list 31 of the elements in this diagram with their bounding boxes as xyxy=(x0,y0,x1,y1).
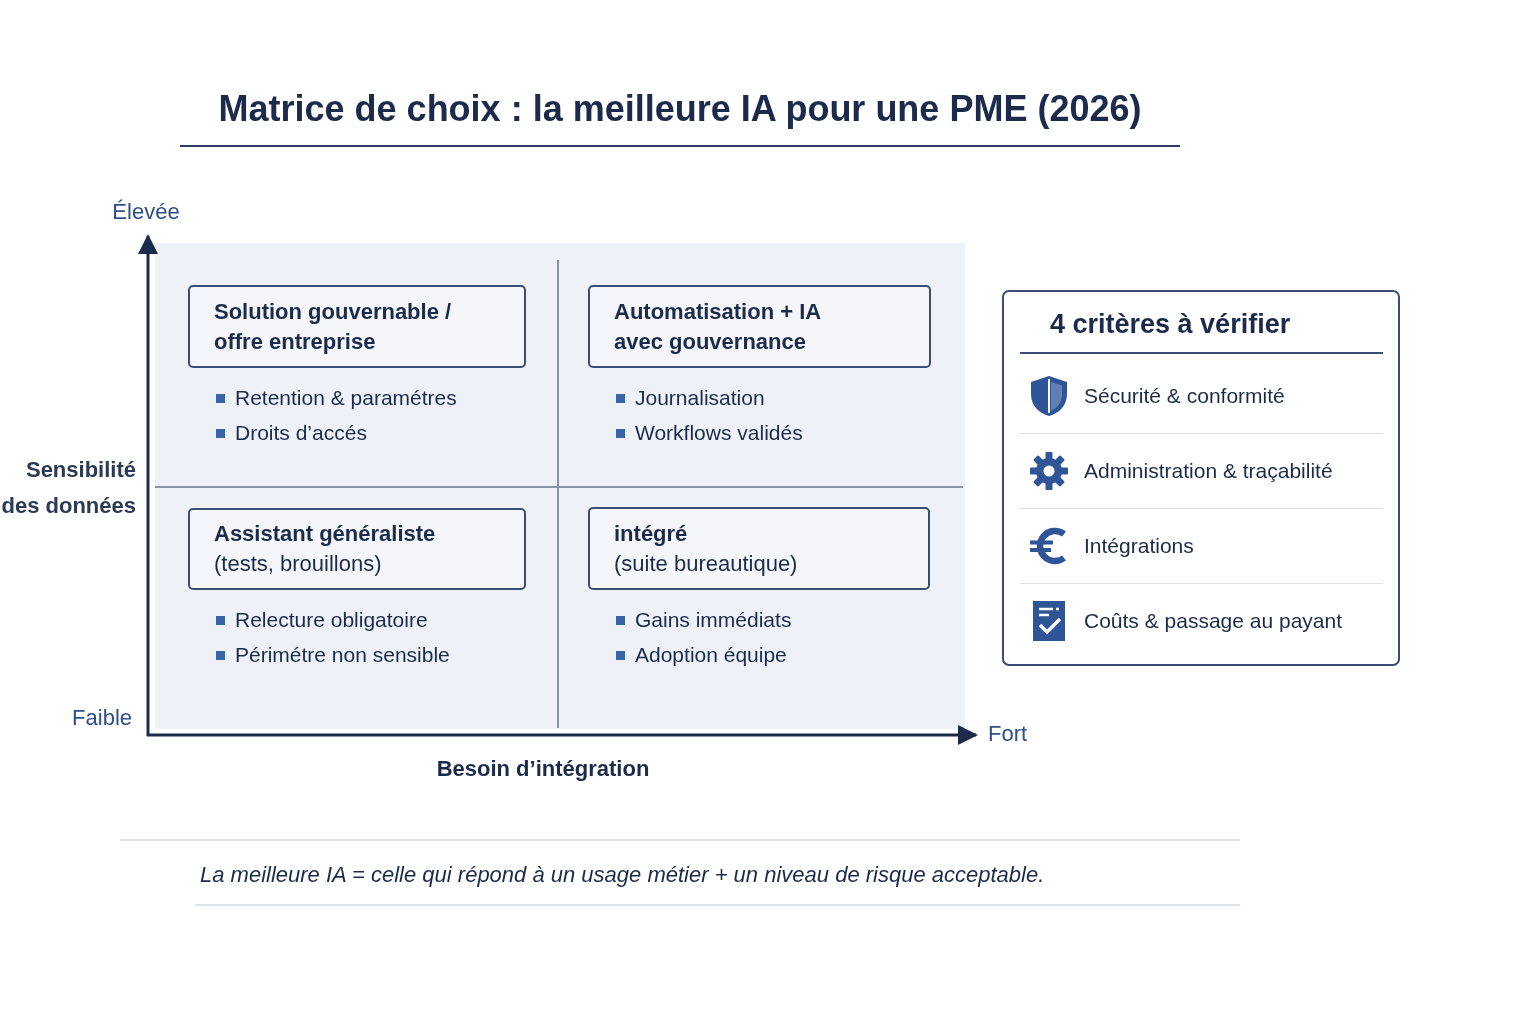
box-heading: Solution gouvernable / offre entreprise xyxy=(214,297,453,356)
box-subtitle: (suite bureautique) xyxy=(614,549,798,578)
bullet-text: Gains immédiats xyxy=(635,607,792,633)
criterion-text: Coûts & passage au payant xyxy=(1084,608,1342,634)
quadrant-box xyxy=(588,285,931,368)
criterion-text: Intégrations xyxy=(1084,533,1194,559)
quadrant-box xyxy=(588,507,930,590)
axis-end-label: Fort xyxy=(988,720,1028,748)
title: Matrice de choix : la meilleure IA pour une PME (2026) xyxy=(218,88,1142,130)
criterion-text: Administration & traçabilité xyxy=(1084,458,1333,484)
bullet-text: Workflows validés xyxy=(635,420,803,446)
axis-title: Sensibilité des données xyxy=(0,456,136,520)
axis-end-label: Faible xyxy=(72,704,132,732)
axis-title: Besoin d’intégration xyxy=(436,755,650,783)
criterion-text: Sécurité & conformité xyxy=(1084,383,1285,409)
box-heading: Assistant généraliste xyxy=(214,520,436,548)
criteria-panel xyxy=(1002,290,1400,666)
bullet-text: Adoption équipe xyxy=(635,642,787,668)
panel-heading: 4 critères à vérifier xyxy=(1050,308,1291,341)
axis-end-label: Élevée xyxy=(112,198,180,226)
box-subtitle: (tests, brouillons) xyxy=(214,550,382,578)
bullet-text: Relecture obligatoire xyxy=(235,607,428,633)
caption: La meilleure IA = celle qui répond à un usage métier + un niveau de risque acceptable. xyxy=(200,861,1045,889)
bullet-text: Journalisation xyxy=(635,385,765,411)
box-heading: intégré xyxy=(614,519,688,548)
bullet-text: Droits d’accés xyxy=(235,420,367,446)
box-heading: Automatisation + IA avec gouvernance xyxy=(614,297,822,356)
quadrant-box xyxy=(188,508,526,590)
quadrant-box xyxy=(188,285,526,368)
bullet-text: Retention & paramétres xyxy=(235,385,457,411)
bullet-text: Périmétre non sensible xyxy=(235,642,450,668)
